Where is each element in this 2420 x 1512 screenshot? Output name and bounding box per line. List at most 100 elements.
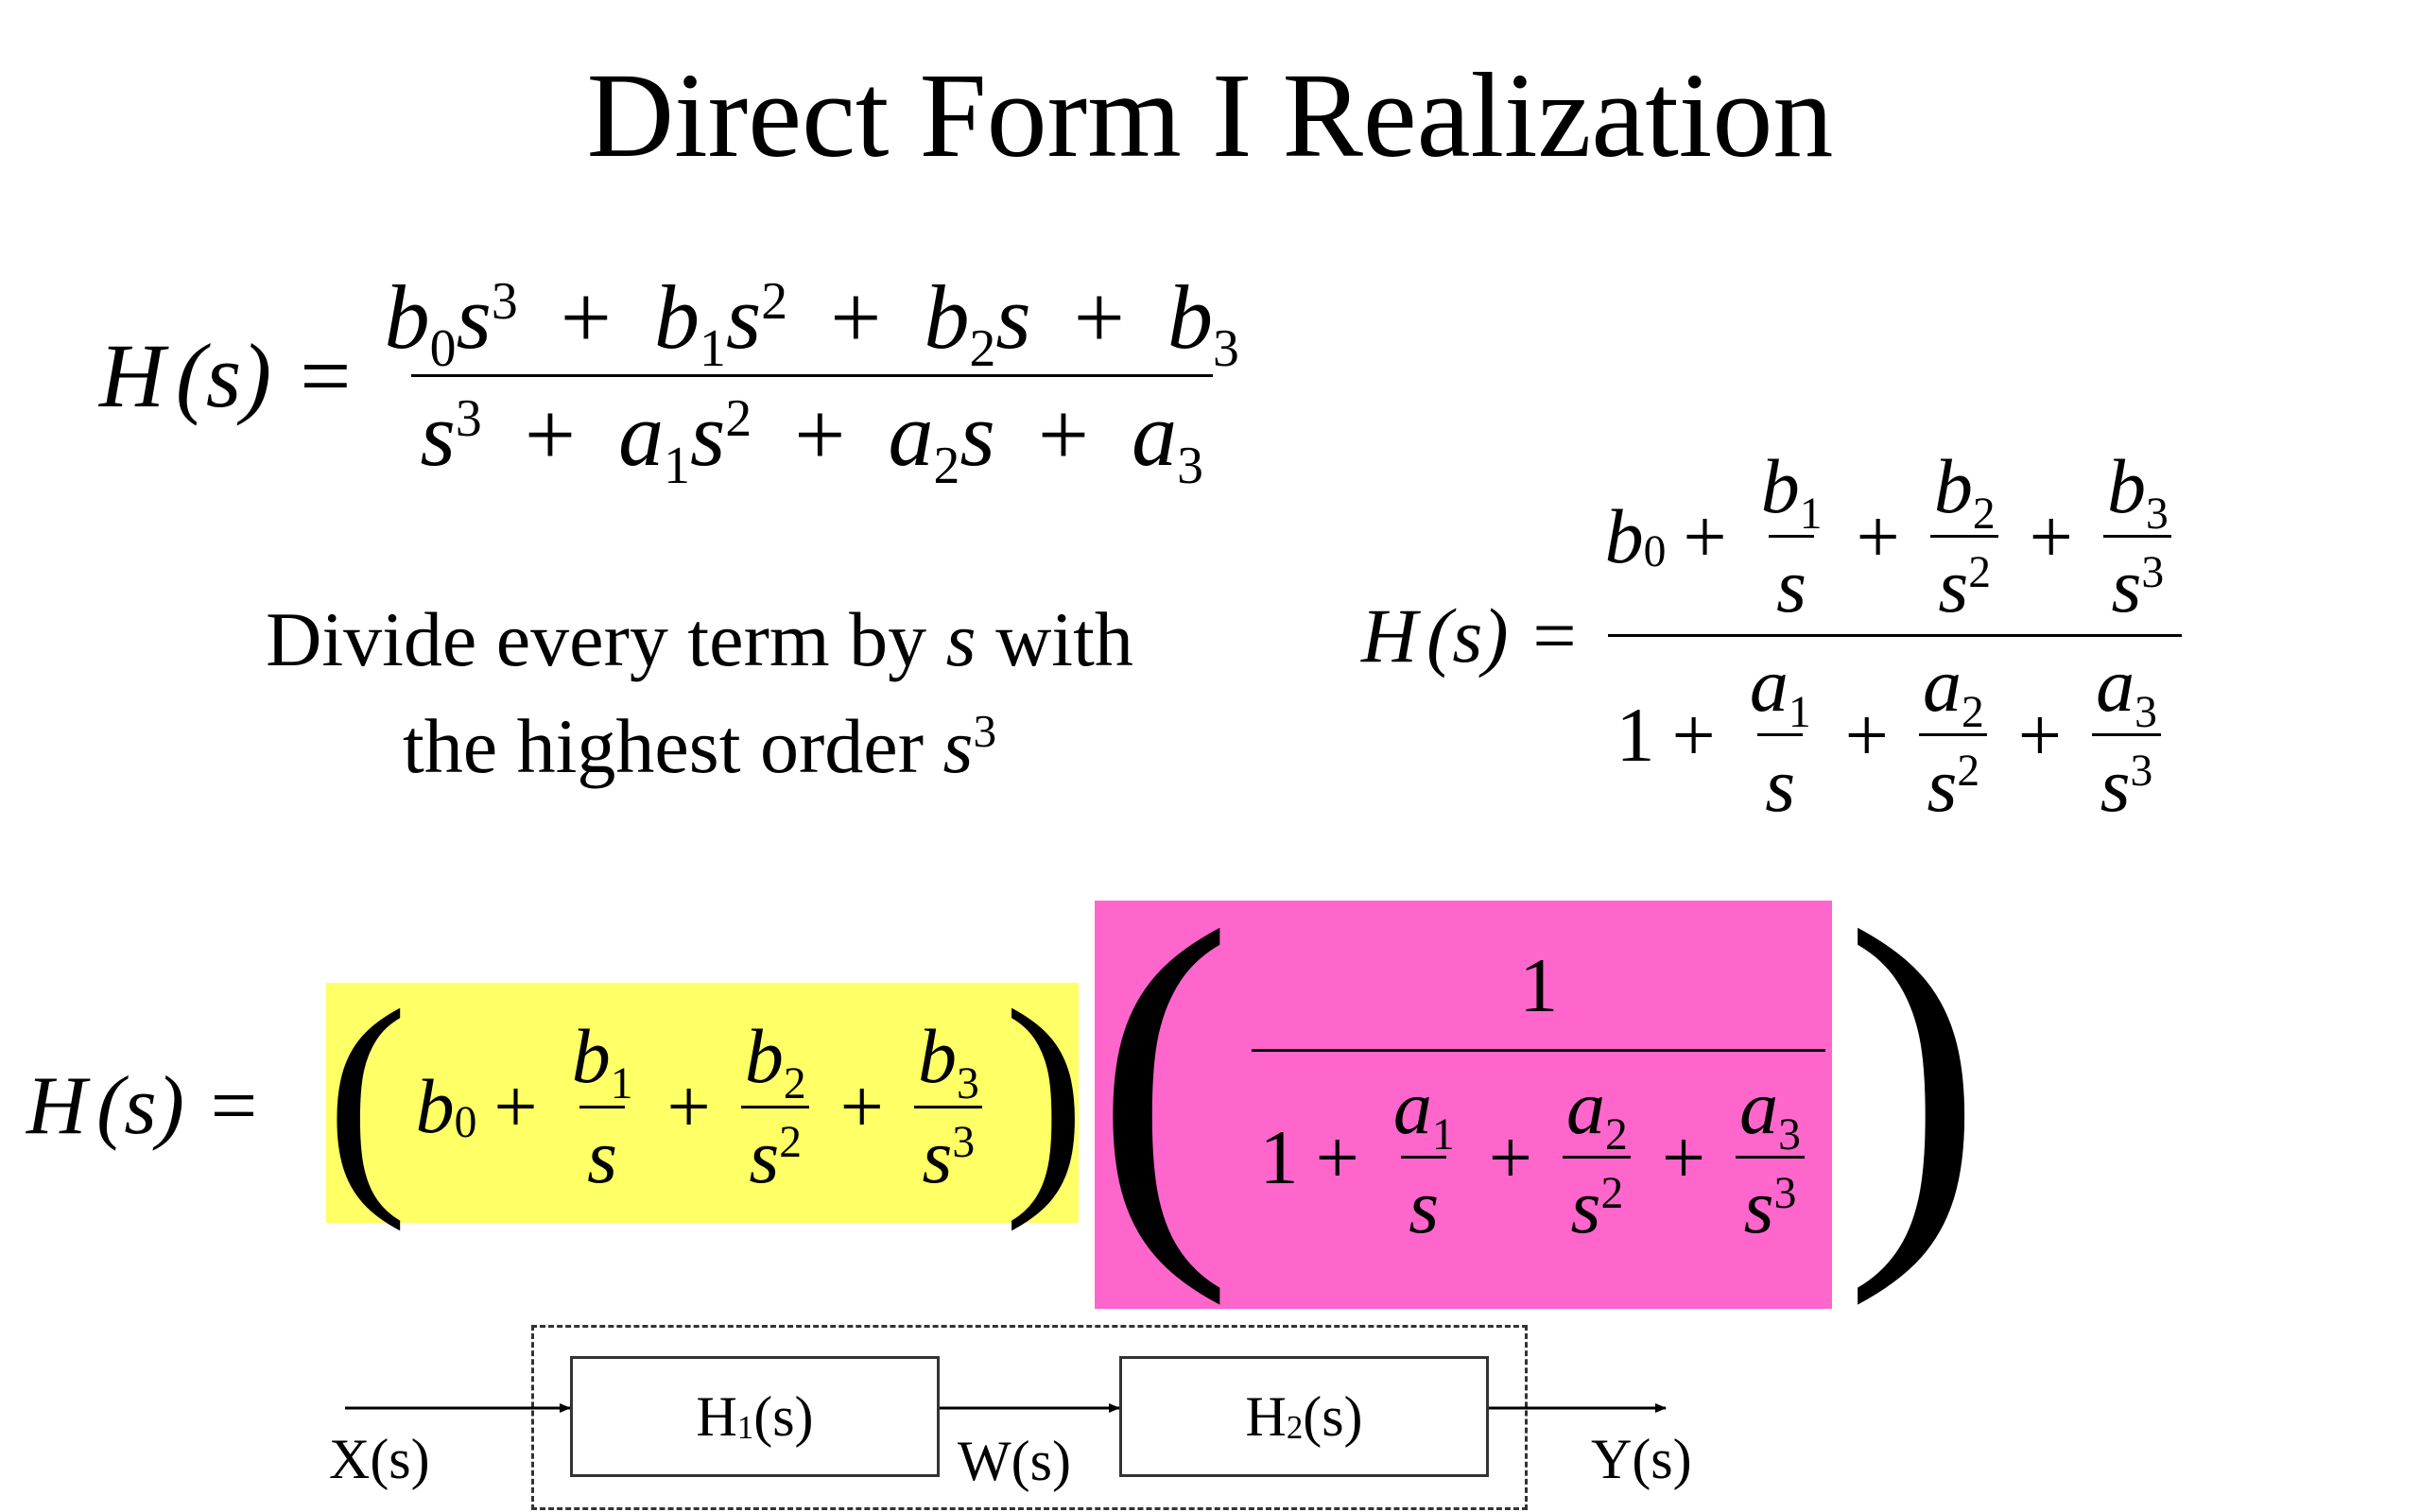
coef-b2: b (744, 1013, 784, 1100)
coef-sub: 3 (2145, 489, 2169, 539)
coef-a1-sub: 1 (664, 437, 690, 496)
coef-a2: a (1922, 642, 1962, 729)
lhs-h: H (1361, 592, 1418, 679)
coef-b1: b (654, 266, 700, 368)
plus: + (1488, 1113, 1532, 1200)
exp: 3 (491, 272, 518, 332)
coef-sub: 2 (1972, 489, 1996, 539)
lhs-arg: (s) = (96, 1060, 262, 1152)
denominator-highlight (1095, 901, 1832, 1309)
var-s: s (959, 383, 995, 485)
lhs-arg: (s) = (175, 324, 355, 426)
plus: + (1856, 492, 1900, 579)
exp: 3 (973, 705, 997, 758)
plus: + (2029, 492, 2073, 579)
slide-title: Direct Form I Realization (586, 48, 1834, 182)
exp: 3 (952, 1118, 976, 1168)
plus: + (1844, 691, 1889, 778)
coef-sub: 0 (1643, 527, 1667, 577)
numerator-highlight (326, 983, 1079, 1223)
block-label-sub: 2 (1286, 1409, 1304, 1447)
coef-b0: b (415, 1063, 455, 1149)
plus: + (1037, 383, 1089, 485)
factored-equation-lhs: H (s) = (26, 1058, 261, 1154)
plus: + (1671, 691, 1716, 778)
var-s: s (420, 383, 456, 485)
coef-sub: 2 (1605, 1109, 1628, 1160)
coef-a3-sub: 3 (1177, 437, 1203, 496)
exp: 2 (1957, 747, 1980, 797)
var-s: s (942, 703, 974, 790)
plus: + (839, 1063, 884, 1149)
one: 1 (1259, 1113, 1299, 1200)
var-s: s (725, 266, 762, 368)
var-s: s (1765, 741, 1796, 828)
plus: + (1683, 492, 1727, 579)
coef-sub: 1 (1788, 688, 1811, 738)
var-s: s (922, 1112, 953, 1199)
var-s: s (2100, 741, 2131, 828)
coef-b1-sub: 1 (700, 319, 726, 379)
coef-b3: b (917, 1013, 957, 1100)
coef-b1: b (1760, 443, 1800, 529)
plus: + (1073, 266, 1125, 368)
block-label-sub: 1 (736, 1409, 754, 1447)
exp: 2 (725, 388, 752, 448)
var-s: s (1409, 1163, 1440, 1250)
coef-a1: a (1392, 1064, 1432, 1151)
coef-a2: a (888, 383, 934, 485)
lhs-h: H (99, 324, 165, 426)
coef-sub: 1 (1799, 489, 1823, 539)
exp: 2 (1600, 1169, 1624, 1219)
plus: + (2017, 691, 2063, 778)
var-s: s (2111, 542, 2142, 629)
coef-sub: 2 (1961, 688, 1984, 738)
coef-a1: a (1749, 642, 1789, 729)
coef-a2-sub: 2 (933, 437, 960, 496)
block-label-arg: (s) (753, 1384, 814, 1448)
coef-b3: b (1167, 266, 1213, 368)
right-paren: ) (1843, 847, 1983, 1307)
var-s: s (995, 266, 1031, 368)
denominator: s3 + a1s2 + a2s + a3 (410, 373, 1213, 495)
var-s: s (1570, 1163, 1601, 1250)
exp: 3 (2130, 747, 2153, 797)
coef-b3: b (2106, 443, 2146, 529)
coef-sub: 1 (610, 1059, 633, 1109)
var-s: s (945, 596, 977, 682)
exp: 2 (779, 1118, 803, 1168)
coef-b2: b (924, 266, 970, 368)
var-s: s (749, 1112, 780, 1199)
coef-b3-sub: 3 (1213, 319, 1239, 379)
one: 1 (1616, 691, 1655, 778)
coef-b1: b (571, 1013, 611, 1100)
coef-a2: a (1566, 1064, 1605, 1151)
lhs-arg: (s) = (1426, 592, 1581, 679)
block-label-arg: (s) (1303, 1384, 1363, 1448)
var-s: s (1743, 1163, 1774, 1250)
coef-sub: 3 (1778, 1109, 1801, 1160)
var-s: s (689, 383, 726, 485)
instruction-line-1: Divide every term by s with (189, 586, 1210, 693)
coef-b0-sub: 0 (429, 319, 457, 379)
plus: + (794, 383, 846, 485)
input-label: X(s) (329, 1428, 430, 1490)
intermediate-label: W(s) (958, 1430, 1071, 1492)
block-label: H (696, 1384, 737, 1448)
exp: 3 (455, 388, 482, 448)
